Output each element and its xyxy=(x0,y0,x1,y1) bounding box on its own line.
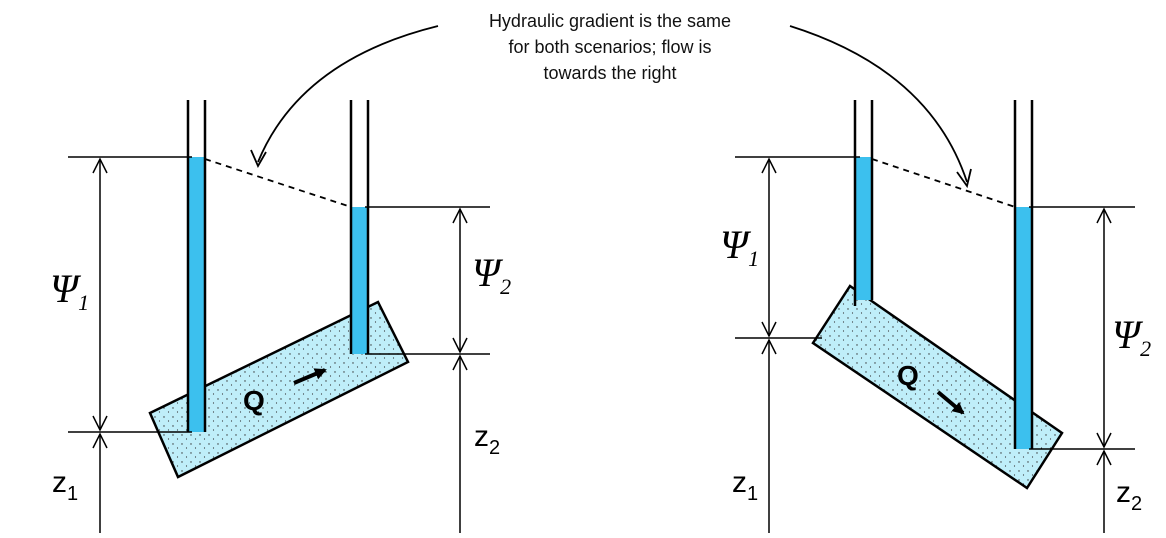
left-z2-label: z2 xyxy=(474,420,500,459)
annotation-line: Hydraulic gradient is the same xyxy=(488,11,732,31)
callout-arrow-left xyxy=(257,25,439,163)
left-psi1-label: Ψ1 xyxy=(50,266,89,315)
callout-arrow-right xyxy=(789,25,968,183)
left-psi2-label: Ψ2 xyxy=(472,250,511,299)
right-q-label: Q xyxy=(897,360,919,391)
right-z2-label: z2 xyxy=(1116,476,1142,515)
annotation-line: towards the right xyxy=(543,63,677,83)
right-z1-label: z1 xyxy=(732,466,758,505)
right-flow-arrow xyxy=(936,390,965,415)
left-z1-label: z1 xyxy=(52,466,78,505)
right-diagram: Q Ψ1 Ψ2 z1 z2 xyxy=(720,100,1151,533)
right-soil-sample xyxy=(811,284,1064,490)
left-diagram: Q Ψ1 Ψ2 z1 z2 xyxy=(50,100,511,533)
right-psi1-label: Ψ1 xyxy=(720,222,759,271)
left-piezometer-2-water xyxy=(351,207,368,354)
left-soil-sample xyxy=(148,300,410,479)
annotation-line: for both scenarios; flow is xyxy=(508,37,712,57)
left-flow-arrow xyxy=(293,368,327,385)
left-q-label: Q xyxy=(243,385,265,416)
left-gradient-line xyxy=(204,158,352,208)
right-piezometer-1-water xyxy=(855,157,872,300)
right-piezometer-2-water xyxy=(1015,207,1032,449)
right-gradient-line xyxy=(871,158,1016,208)
right-psi2-label: Ψ2 xyxy=(1112,312,1151,361)
annotation-text: Hydraulic gradient is the same for both … xyxy=(430,8,790,86)
left-piezometer-1-water xyxy=(188,157,205,432)
